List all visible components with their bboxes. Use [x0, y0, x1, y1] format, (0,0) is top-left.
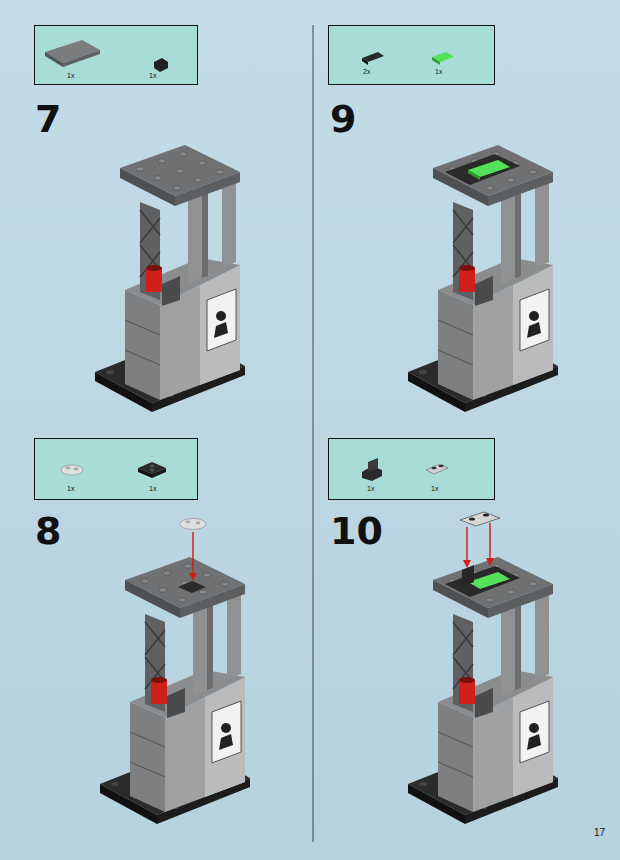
page-number: 17 [594, 828, 605, 838]
part-quantity: 1x [149, 72, 156, 79]
part-quantity: 1x [431, 485, 438, 492]
part-quantity: 1x [435, 68, 442, 75]
part-quantity: 1x [67, 485, 74, 492]
part-quantity: 1x [149, 485, 156, 492]
parts-callout-box: 1x 1x [34, 438, 198, 500]
parts-callout-box: 2x 1x [328, 25, 495, 85]
parts-callout-box: 1x 1x [328, 438, 495, 500]
step-number: 9 [330, 100, 356, 138]
part-quantity: 2x [363, 68, 370, 75]
part-quantity: 1x [67, 72, 74, 79]
step-number: 7 [35, 100, 61, 138]
part-quantity: 1x [367, 485, 374, 492]
step-number: 8 [35, 512, 61, 550]
step-number: 10 [330, 512, 383, 550]
parts-callout-box: 1x 1x [34, 25, 198, 85]
